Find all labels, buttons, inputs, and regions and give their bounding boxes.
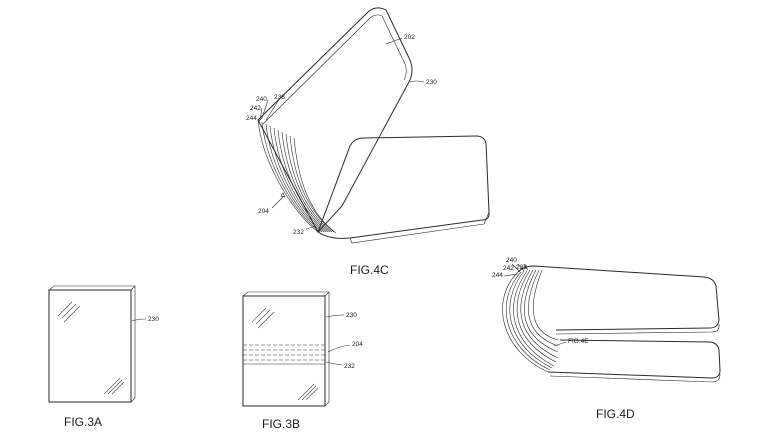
fig3b-hinge-band: [243, 344, 325, 365]
fig4c-caption: FIG.4C: [350, 263, 389, 277]
figure-4d: 240 242 238 244 FIG.4E FIG.4D: [492, 257, 721, 421]
fig3a-ref-230: 230: [148, 316, 159, 323]
fig4d-ref-244: 244: [492, 272, 503, 279]
fig4c-ref-240: 240: [256, 96, 267, 103]
fig4d-bottom-leaf: [547, 339, 721, 379]
fig4d-ref-240: 240: [506, 257, 517, 264]
fig3b-panel: [242, 295, 326, 407]
fig4d-ref-242: 242: [503, 265, 514, 272]
fig4d-caption: FIG.4D: [596, 407, 635, 421]
fig3b-ref-204: 204: [352, 341, 363, 348]
fig4c-bottom-panel: [317, 135, 490, 239]
fig4c-ref-230: 230: [426, 79, 437, 86]
fig4d-ref-fig4e: FIG.4E: [568, 338, 589, 345]
fig4d-top-leaf: [517, 265, 720, 331]
fig4c-ref-242: 242: [250, 105, 261, 112]
fig3b-ref-230: 230: [346, 312, 357, 319]
fig4c-ref-204: 204: [258, 208, 269, 215]
fig3a-caption: FIG.3A: [64, 415, 102, 429]
fig4c-ref-232: 232: [293, 229, 304, 236]
fig4c-ref-244: 244: [246, 115, 257, 122]
figure-3a: 230 FIG.3A: [48, 285, 159, 429]
fig3b-ref-232: 232: [344, 363, 355, 370]
fig4d-ref-238: 238: [516, 264, 527, 271]
fig4c-top-panel: [257, 7, 413, 233]
fig3b-caption: FIG.3B: [262, 417, 300, 431]
fig4c-hinge-layers: [257, 119, 337, 234]
figure-4c: 202 230 240 238 242 244 204 232 FIG.4C: [246, 7, 490, 277]
fig3a-panel: [48, 289, 132, 403]
fig4c-ref-238: 238: [274, 94, 285, 101]
fig4c-ref-202: 202: [404, 34, 415, 41]
fig4d-hinge-layers: [502, 269, 559, 373]
figure-3b: 230 204 232 FIG.3B: [242, 291, 363, 431]
